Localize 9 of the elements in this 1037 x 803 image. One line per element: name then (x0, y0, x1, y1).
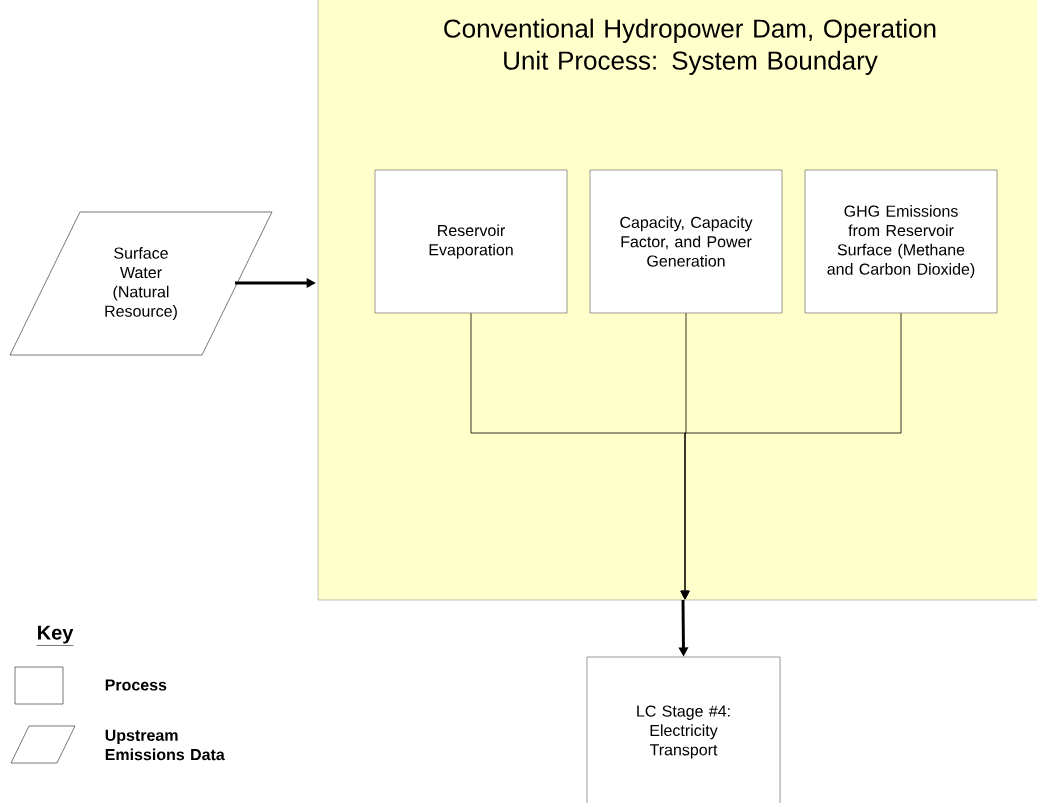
process-box: Reservoir Evaporation (374, 169, 568, 314)
key-heading: Key (36, 625, 74, 646)
process-box: GHG Emissions from Reservoir Surface (Methane and Carbon Dioxide) (804, 169, 998, 314)
process-box: LC Stage #4: Electricity Transport (586, 656, 781, 803)
process-box: Capacity, Capacity Factor, and Power Generation (589, 169, 783, 314)
input-parallelogram: Surface Water (Natural Resource) (9, 211, 273, 356)
legend-text: Upstream Emissions Data (105, 729, 225, 761)
arrow (680, 312, 902, 600)
legend-text: Process (105, 679, 167, 691)
